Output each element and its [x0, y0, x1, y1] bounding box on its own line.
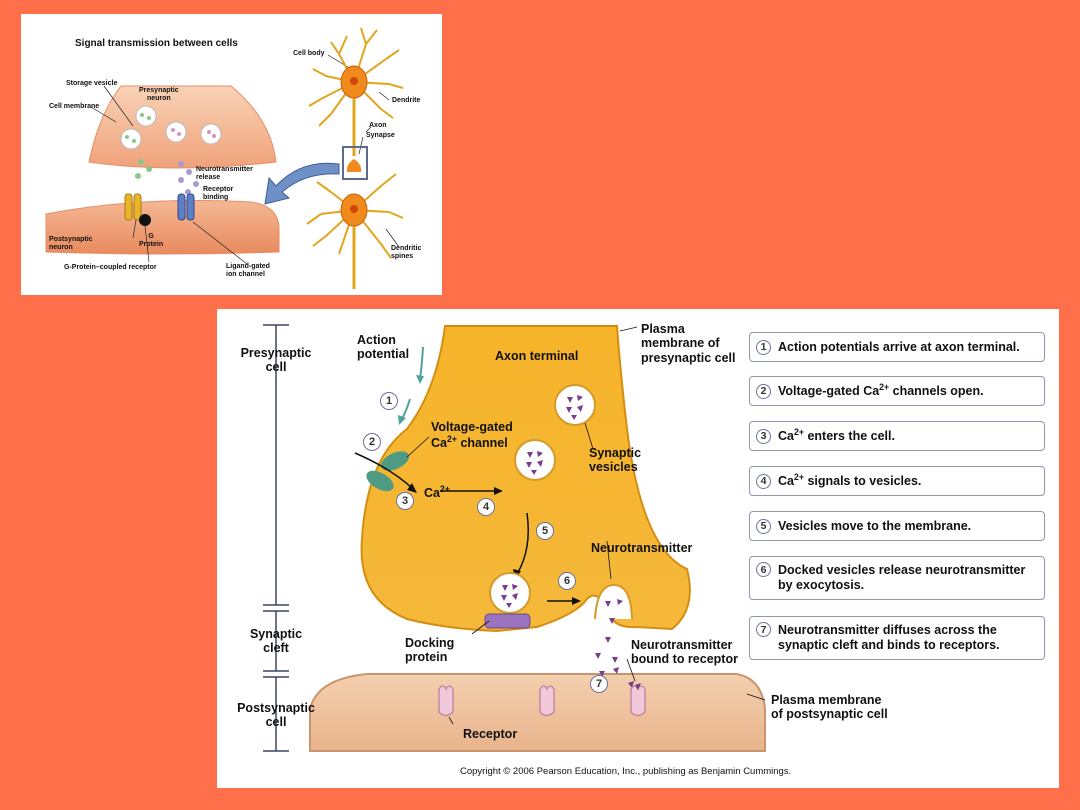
diagram-step-2: 2 [363, 433, 381, 451]
diagram-step-7: 7 [590, 675, 608, 693]
synaptic-transmission-illustration [263, 324, 766, 752]
zoom-arrow [264, 162, 340, 205]
step-box-1: 1 Action potentials arrive at axon termi… [749, 332, 1045, 362]
step-number: 7 [756, 622, 771, 637]
step-text: Docked vesicles release neurotransmitter… [778, 563, 1026, 592]
diagram-title: Signal transmission between cells [75, 38, 238, 49]
step-number: 4 [756, 473, 771, 489]
synapse-label: Synapse [366, 132, 395, 139]
step-number: 1 [756, 339, 771, 355]
postsynaptic-cell-shape [309, 673, 766, 752]
presynaptic-neuron-label: Presynaptic neuron [139, 87, 179, 103]
step-box-3: 3 Ca2+ enters the cell. [749, 421, 1045, 451]
synaptic-vesicles [489, 384, 596, 614]
signal-transmission-illustration [45, 27, 404, 289]
diagram-step-4: 4 [477, 498, 495, 516]
synaptic-cleft-label: Synaptic cleft [249, 627, 303, 656]
cell-membrane-label: Cell membrane [49, 103, 100, 110]
plasma-membrane-presynaptic-label: Plasma membrane of presynaptic cell [641, 322, 736, 365]
copyright-notice: Copyright © 2006 Pearson Education, Inc.… [460, 766, 792, 777]
storage-vesicle-label: Storage vesicle [66, 80, 118, 87]
diagram-step-1: 1 [380, 392, 398, 410]
g-protein-receptor-shape [124, 193, 151, 226]
calcium-label: Ca2+ [424, 484, 450, 501]
receptor-label: Receptor [463, 727, 518, 741]
synaptic-vesicles-label: Synaptic vesicles [589, 446, 642, 475]
calcium-channel [380, 451, 410, 471]
postsynaptic-cell-label: Postsynaptic cell [237, 701, 315, 730]
step-text: Ca2+ enters the cell. [778, 427, 895, 444]
step-text: Voltage-gated Ca2+ channels open. [778, 382, 984, 399]
neuron-illustration [306, 27, 404, 289]
presynaptic-cell-label: Presynaptic cell [240, 346, 312, 375]
step-box-4: 4 Ca2+ signals to vesicles. [749, 466, 1045, 496]
neurotransmitter-release-label: Neurotransmitter release [196, 166, 253, 182]
dendrite-label: Dendrite [392, 97, 421, 104]
calcium-channel [366, 470, 394, 492]
diagram-step-6: 6 [558, 572, 576, 590]
signal-transmission-panel: Signal transmission between cells Storag… [21, 14, 442, 295]
g-protein-coupled-receptor-label: G-Protein–coupled receptor [64, 264, 157, 271]
step-number: 3 [756, 428, 771, 444]
step-number: 2 [756, 383, 771, 399]
postsynaptic-neuron-label: Postsynaptic neuron [49, 236, 93, 252]
synaptic-transmission-panel: Presynaptic cell Synaptic cleft Postsyna… [217, 309, 1059, 788]
docking-protein-shape [484, 613, 531, 629]
neurotransmitter-label: Neurotransmitter [591, 541, 693, 555]
receptor-binding-label: Receptor binding [203, 186, 234, 202]
diagram-step-3: 3 [396, 492, 414, 510]
g-protein-label: G Protein [139, 233, 164, 249]
step-box-5: 5 Vesicles move to the membrane. [749, 511, 1045, 541]
diagram-step-5: 5 [536, 522, 554, 540]
docking-protein-label: Docking protein [405, 636, 455, 665]
voltage-gated-channel-label-line1: Voltage-gated [431, 420, 513, 434]
side-bracket [263, 324, 289, 752]
vesicle-contents [501, 395, 583, 608]
step-text: Action potentials arrive at axon termina… [778, 339, 1020, 354]
action-potential-label: Action potential [357, 333, 410, 362]
voltage-gated-channel-label-line2: Ca2+ channel [431, 434, 508, 451]
cell-body-label: Cell body [293, 50, 325, 57]
step-box-2: 2 Voltage-gated Ca2+ channels open. [749, 376, 1045, 406]
step-box-6: 6 Docked vesicles release neurotransmitt… [749, 556, 1045, 600]
neurotransmitter-bound-label: Neurotransmitter bound to receptor [631, 638, 738, 667]
released-neurotransmitter [595, 599, 634, 688]
axon-terminal-label: Axon terminal [495, 349, 579, 363]
receptor-shapes [438, 685, 646, 717]
step-number: 6 [756, 562, 771, 577]
step-text: Ca2+ signals to vesicles. [778, 472, 922, 489]
step-box-7: 7 Neurotransmitter diffuses across the s… [749, 616, 1045, 660]
step-text: Neurotransmitter diffuses across the syn… [778, 623, 1000, 652]
plasma-membrane-postsynaptic-label: Plasma membrane of postsynaptic cell [771, 693, 888, 722]
dendritic-spines-label: Dendritic spines [391, 245, 422, 261]
step-text: Vesicles move to the membrane. [778, 518, 972, 533]
step-number: 5 [756, 518, 771, 534]
synapse-highlight-box [342, 146, 368, 180]
axon-label: Axon [369, 122, 387, 129]
ligand-gated-channel-shape [177, 193, 195, 221]
storage-vesicles [120, 105, 222, 150]
neurotransmitter-dots [135, 159, 199, 195]
ligand-gated-ion-channel-label: Ligand-gated ion channel [226, 263, 270, 279]
